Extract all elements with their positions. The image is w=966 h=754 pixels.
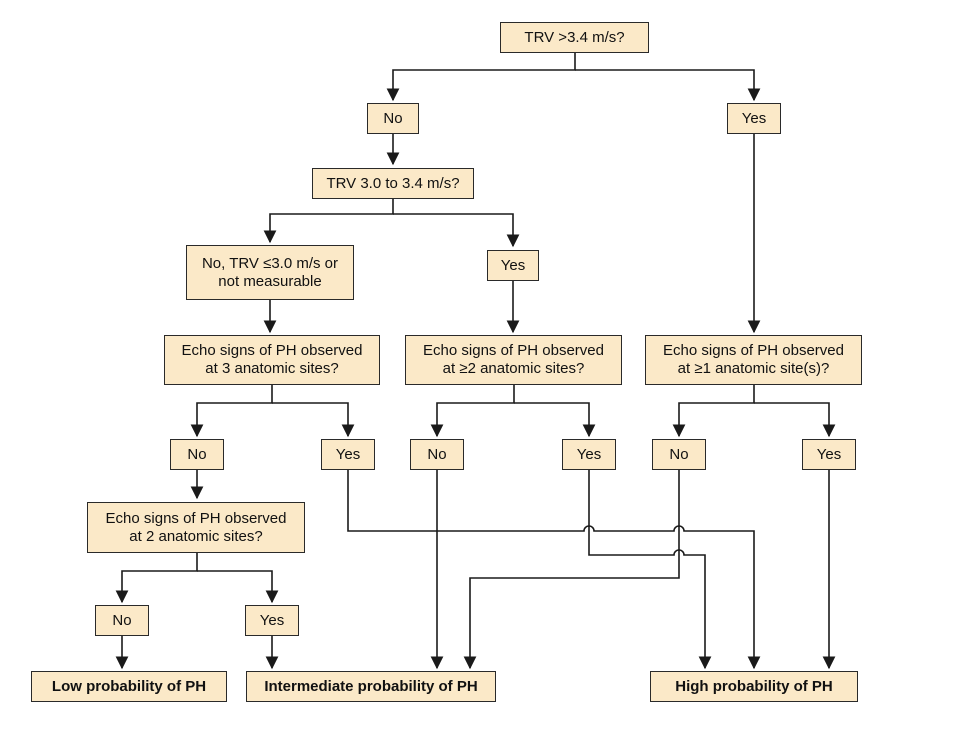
edge-q2-yes xyxy=(393,213,520,248)
trv-le-3-0-no: No, TRV ≤3.0 m/s or not measurable xyxy=(186,245,354,300)
echo-ge1-sites-no: No xyxy=(652,439,706,470)
trv-3-0-to-3-4-question: TRV 3.0 to 3.4 m/s? xyxy=(312,168,474,199)
intermediate-probability-outcome: Intermediate probability of PH xyxy=(246,671,496,702)
edge-e2pyes-high xyxy=(588,470,712,670)
edge-echoge2-split xyxy=(430,385,515,438)
trv-over-3-4-yes: Yes xyxy=(727,103,781,134)
edge-echoge1-yes xyxy=(754,402,836,438)
echo-ge2-sites-question: Echo signs of PH observed at ≥2 anatomic… xyxy=(405,335,622,385)
edge-echo2-yes xyxy=(197,570,279,604)
trv-over-3-4-question: TRV >3.4 m/s? xyxy=(500,22,649,53)
edge-e3yes-high xyxy=(347,470,761,670)
echo-2-sites-no: No xyxy=(95,605,149,636)
echo-ge1-sites-yes: Yes xyxy=(802,439,856,470)
trv-3-0-to-3-4-yes: Yes xyxy=(487,250,539,281)
echo-2-sites-yes: Yes xyxy=(245,605,299,636)
edge-echoge1-split xyxy=(672,385,755,438)
edge-echo3-split xyxy=(190,385,273,438)
trv-over-3-4-no: No xyxy=(367,103,419,134)
edge-q1-split xyxy=(386,52,576,102)
echo-ge2-sites-yes: Yes xyxy=(562,439,616,470)
edge-echo3-yes xyxy=(272,402,355,438)
high-probability-outcome: High probability of PH xyxy=(650,671,858,702)
low-probability-outcome: Low probability of PH xyxy=(31,671,227,702)
echo-3-sites-no: No xyxy=(170,439,224,470)
echo-2-sites-question: Echo signs of PH observed at 2 anatomic … xyxy=(87,502,305,553)
echo-3-sites-question: Echo signs of PH observed at 3 anatomic … xyxy=(164,335,380,385)
edge-q2-split xyxy=(263,199,394,244)
edge-e1pno-intermediate xyxy=(463,470,680,670)
edge-echoge2-yes xyxy=(514,402,596,438)
echo-ge1-sites-question: Echo signs of PH observed at ≥1 anatomic… xyxy=(645,335,862,385)
echo-3-sites-yes: Yes xyxy=(321,439,375,470)
edge-echo2-split xyxy=(115,553,198,604)
edge-q1-yes xyxy=(575,69,761,102)
echo-ge2-sites-no: No xyxy=(410,439,464,470)
